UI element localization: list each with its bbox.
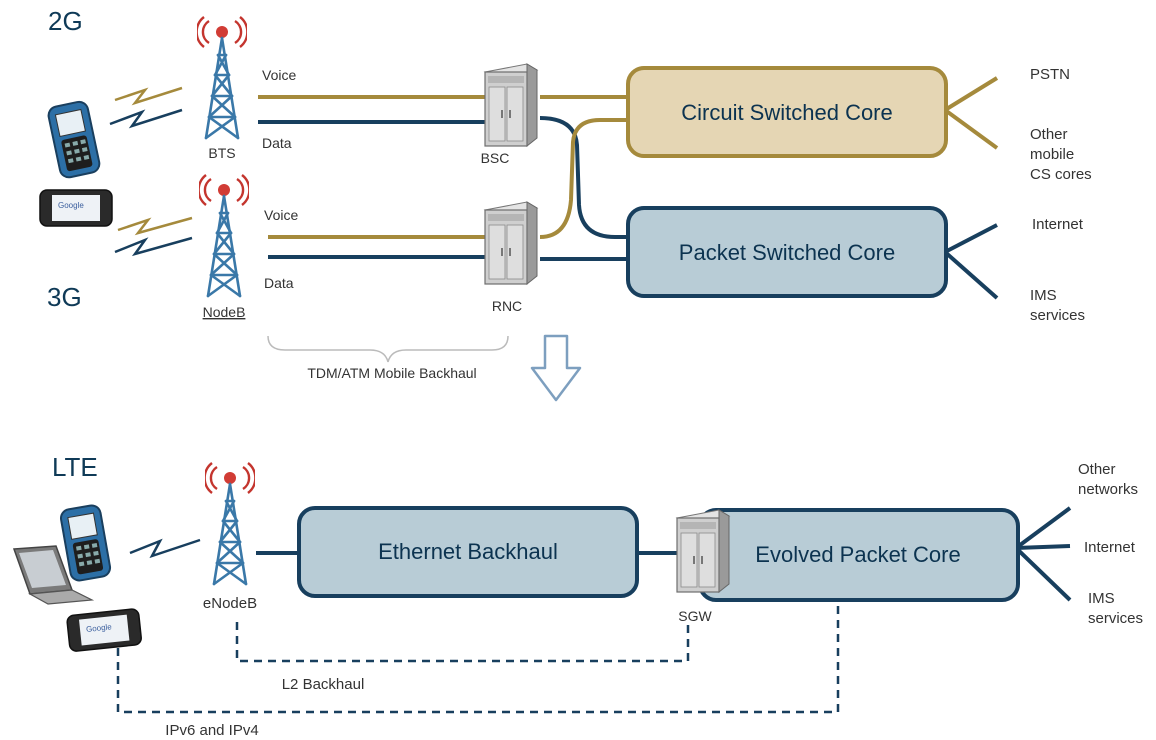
device-screen-text: Google: [58, 201, 84, 210]
label-ims-top-2: services: [1030, 307, 1085, 324]
backhaul-brace: [267, 335, 509, 363]
sgw-cabinet-icon: [676, 509, 730, 593]
ethernet-backhaul-label: Ethernet Backhaul: [378, 539, 558, 564]
label-ims-bottom-1: IMS: [1088, 590, 1115, 607]
label-ims-top-1: IMS: [1030, 287, 1057, 304]
device-screen-text-lte: Google: [86, 622, 113, 634]
dashed-l2-backhaul-line: [235, 622, 690, 663]
label-pstn: PSTN: [1030, 66, 1070, 83]
label-l2-backhaul: L2 Backhaul: [282, 676, 365, 693]
radio-link-3g: [114, 216, 193, 257]
label-tdm-backhaul: TDM/ATM Mobile Backhaul: [307, 365, 476, 381]
handheld-device-icon: Google: [39, 189, 113, 227]
bts-tower-icon: [197, 15, 247, 140]
label-bts: BTS: [208, 145, 235, 161]
label-voice-2g: Voice: [262, 67, 296, 83]
label-ip-versions: IPv6 and IPv4: [165, 722, 258, 739]
circuit-switched-core-label: Circuit Switched Core: [681, 100, 893, 125]
label-data-3g: Data: [264, 275, 294, 291]
evolution-down-arrow-icon: [530, 334, 582, 402]
bsc-cabinet-icon: [484, 63, 538, 147]
label-other-networks-1: Other: [1078, 461, 1116, 478]
circuit-switched-core: Circuit Switched Core: [626, 66, 948, 158]
label-ims-bottom-2: services: [1088, 610, 1143, 627]
ethernet-backhaul: Ethernet Backhaul: [297, 506, 639, 598]
label-internet-top: Internet: [1032, 216, 1084, 233]
label-other-cs-2: mobile: [1030, 146, 1074, 163]
dashed-ip-line: [116, 602, 840, 714]
packet-switched-core-label: Packet Switched Core: [679, 240, 895, 265]
evolved-packet-core-fanout: [1014, 506, 1072, 602]
label-other-cs-1: Other: [1030, 126, 1068, 143]
label-lte: LTE: [52, 452, 98, 482]
label-2g: 2G: [48, 6, 83, 36]
packet-switched-core: Packet Switched Core: [626, 206, 948, 298]
mobile-phone-lte-icon: [58, 503, 113, 583]
enodeb-tower-icon: [205, 461, 255, 586]
label-data-2g: Data: [262, 135, 292, 151]
rnc-cabinet-icon: [484, 201, 538, 285]
radio-link-lte: [129, 538, 201, 559]
nodeb-tower-icon: [199, 173, 249, 298]
bsc-to-packet-core-line: [539, 116, 630, 239]
label-sgw: SGW: [678, 608, 712, 624]
handheld-device-lte-icon: Google: [66, 608, 142, 652]
radio-link-2g: [109, 86, 183, 129]
label-other-networks-2: networks: [1078, 481, 1138, 498]
label-nodeb: NodeB: [203, 304, 246, 320]
circuit-core-fanout: [943, 76, 999, 150]
laptop-icon: [12, 545, 95, 605]
label-other-cs-3: CS cores: [1030, 166, 1092, 183]
evolved-packet-core-label: Evolved Packet Core: [755, 542, 960, 567]
label-3g: 3G: [47, 282, 82, 312]
label-voice-3g: Voice: [264, 207, 298, 223]
evolved-packet-core: Evolved Packet Core: [698, 508, 1020, 602]
label-bsc: BSC: [481, 150, 510, 166]
packet-core-fanout: [943, 223, 999, 300]
label-internet-bottom: Internet: [1084, 539, 1136, 556]
label-rnc: RNC: [492, 298, 522, 314]
mobile-phone-icon: [45, 99, 103, 180]
rnc-to-circuit-core-line: [539, 118, 630, 239]
label-enodeb: eNodeB: [203, 595, 257, 612]
